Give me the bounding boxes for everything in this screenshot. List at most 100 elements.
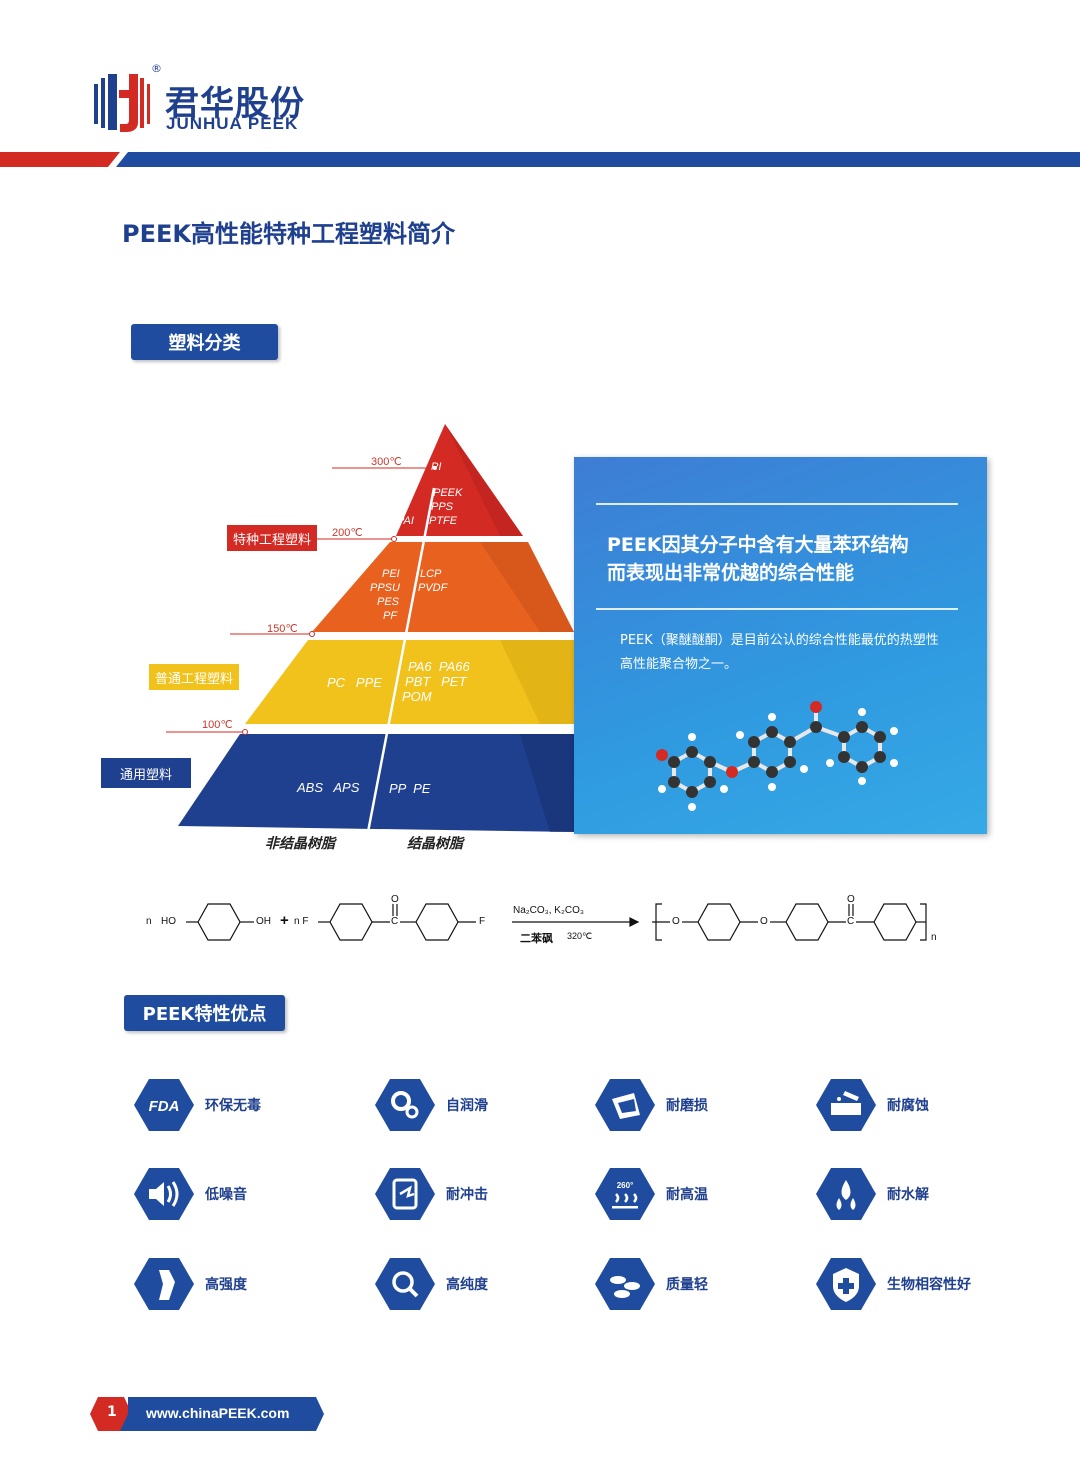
svg-text:260°: 260° [617, 1181, 634, 1190]
tier-special [312, 542, 574, 632]
info-rule-bottom [596, 608, 958, 610]
feature-label: 高纯度 [446, 1277, 488, 1293]
corrosion-icon [815, 1077, 877, 1133]
reactant1-coefficient: n [146, 916, 152, 927]
label-peek: PEEK [433, 487, 463, 499]
speaker-icon [133, 1166, 195, 1222]
label-abs-aps: ABS APS [297, 780, 360, 795]
registered-mark: ® [151, 62, 162, 75]
product-ether-o1: O [672, 916, 680, 927]
product-repeat-n: n [931, 932, 937, 943]
label-ptfe: PTFE [429, 515, 458, 527]
header-band [0, 152, 1080, 167]
label-pc-ppe: PC PPE [327, 675, 382, 690]
feature-item: 耐磨损 [594, 1077, 708, 1133]
reactant2-nf: n F [294, 916, 309, 927]
label-pps: PPS [431, 501, 454, 513]
peek-info-panel: PEEK因其分子中含有大量苯环结构 而表现出非常优越的综合性能 PEEK（聚醚醚… [574, 457, 987, 834]
logo-english-name: JUNHUA PEEK [166, 114, 299, 133]
pyramid-graphic [166, 424, 578, 833]
feature-label: 耐磨损 [666, 1098, 708, 1114]
section-tag-advantages: PEEK特性优点 [124, 995, 285, 1031]
feature-item: 高强度 [133, 1256, 247, 1312]
feature-item: 耐腐蚀 [815, 1077, 929, 1133]
feature-item: 高纯度 [374, 1256, 488, 1312]
label-pp-pe: PP PE [389, 781, 431, 796]
peek-molecule-icon [656, 701, 898, 811]
info-headline-line1: PEEK因其分子中含有大量苯环结构 [607, 534, 909, 556]
reactant2-f: F [479, 916, 486, 927]
tier-engineering [245, 640, 578, 724]
feature-label: 质量轻 [666, 1277, 708, 1293]
reactant1-oh: OH [256, 916, 271, 927]
peek-synthesis-reaction: n HO OH + n F O C F Na₂CO₃, K₂CO₃ 二苯砜 32… [140, 882, 950, 962]
heat-icon: 260° [594, 1166, 656, 1222]
label-pf: PF [383, 610, 398, 622]
label-pai: PAI [397, 515, 414, 527]
feature-item: 260° 耐高温 [594, 1166, 708, 1222]
feature-label: 低噪音 [205, 1187, 247, 1203]
feature-label: 高强度 [205, 1277, 247, 1293]
gears-icon [374, 1077, 436, 1133]
class-general-plastic: 通用塑料 [101, 758, 191, 788]
feature-label: 耐冲击 [446, 1187, 488, 1203]
product-ether-o2: O [760, 916, 768, 927]
info-headline: PEEK因其分子中含有大量苯环结构 而表现出非常优越的综合性能 [607, 531, 967, 587]
feature-item: 耐冲击 [374, 1166, 488, 1222]
reactant1-ho: HO [161, 916, 176, 927]
axis-crystalline-resin: 结晶树脂 [407, 836, 463, 852]
section-tag-classification: 塑料分类 [131, 324, 278, 360]
plastic-pyramid: 300℃ 200℃ 150℃ 100℃ 特种工程塑料 普通工程塑料 通用塑料 P… [100, 418, 600, 858]
feature-item: 自润滑 [374, 1077, 488, 1133]
label-pvdf: PVDF [418, 582, 448, 594]
feature-label: 耐高温 [666, 1187, 708, 1203]
label-pom: POM [402, 689, 432, 704]
page-title: PEEK高性能特种工程塑料简介 [122, 220, 455, 248]
info-headline-line2: 而表现出非常优越的综合性能 [607, 562, 855, 584]
feature-item: 低噪音 [133, 1166, 247, 1222]
feature-item: 质量轻 [594, 1256, 708, 1312]
shield-cross-icon [815, 1256, 877, 1312]
class-general-engineering: 普通工程塑料 [149, 664, 240, 690]
logo-chinese-name: 君华股份 [165, 84, 305, 124]
label-pa6-pa66: PA6 PA66 [408, 659, 470, 674]
reaction-solvent: 二苯砜 [520, 933, 553, 945]
label-pes: PES [377, 596, 400, 608]
feature-item: 生物相容性好 [815, 1256, 971, 1312]
plus-sign: + [280, 912, 289, 929]
label-pei: PEI [382, 568, 400, 580]
feature-label: 自润滑 [446, 1098, 488, 1114]
strength-icon [133, 1256, 195, 1312]
label-pi: PI [431, 461, 442, 473]
feature-label: 生物相容性好 [887, 1277, 971, 1293]
magnifier-icon [374, 1256, 436, 1312]
carbonyl-oxygen: O [391, 894, 399, 905]
label-lcp: LCP [420, 568, 442, 580]
label-ppsu: PPSU [370, 582, 400, 594]
info-body: PEEK（聚醚醚酮）是目前公认的综合性能最优的热塑性高性能聚合物之一。 [620, 633, 939, 672]
website-link[interactable]: www.chinaPEEK.com [146, 1405, 290, 1421]
svg-text:FDA: FDA [149, 1098, 180, 1115]
reaction-structures [186, 903, 927, 941]
page-number: 1 [107, 1404, 117, 1420]
reaction-catalysts: Na₂CO₃, K₂CO₃ [513, 905, 584, 916]
temp-300: 300℃ [371, 456, 402, 468]
temp-150: 150℃ [267, 623, 298, 635]
impact-icon [374, 1166, 436, 1222]
product-carbonyl-o: O [847, 894, 855, 905]
temp-100: 100℃ [202, 719, 233, 731]
wear-icon [594, 1077, 656, 1133]
reaction-temperature: 320℃ [567, 931, 593, 941]
junhua-logo-icon [94, 74, 150, 132]
feature-label: 环保无毒 [205, 1098, 261, 1114]
footer-badge [90, 1397, 324, 1431]
fda-icon: FDA [133, 1077, 195, 1133]
feature-label: 耐水解 [887, 1187, 929, 1203]
info-rule-top [596, 503, 958, 505]
header: ® 君华股份 JUNHUA PEEK [0, 0, 1080, 170]
feature-label: 耐腐蚀 [887, 1098, 929, 1114]
feature-item: 耐水解 [815, 1166, 929, 1222]
temp-200: 200℃ [332, 527, 363, 539]
class-special-engineering: 特种工程塑料 [227, 525, 318, 551]
axis-amorphous-resin: 非结晶树脂 [265, 836, 335, 852]
